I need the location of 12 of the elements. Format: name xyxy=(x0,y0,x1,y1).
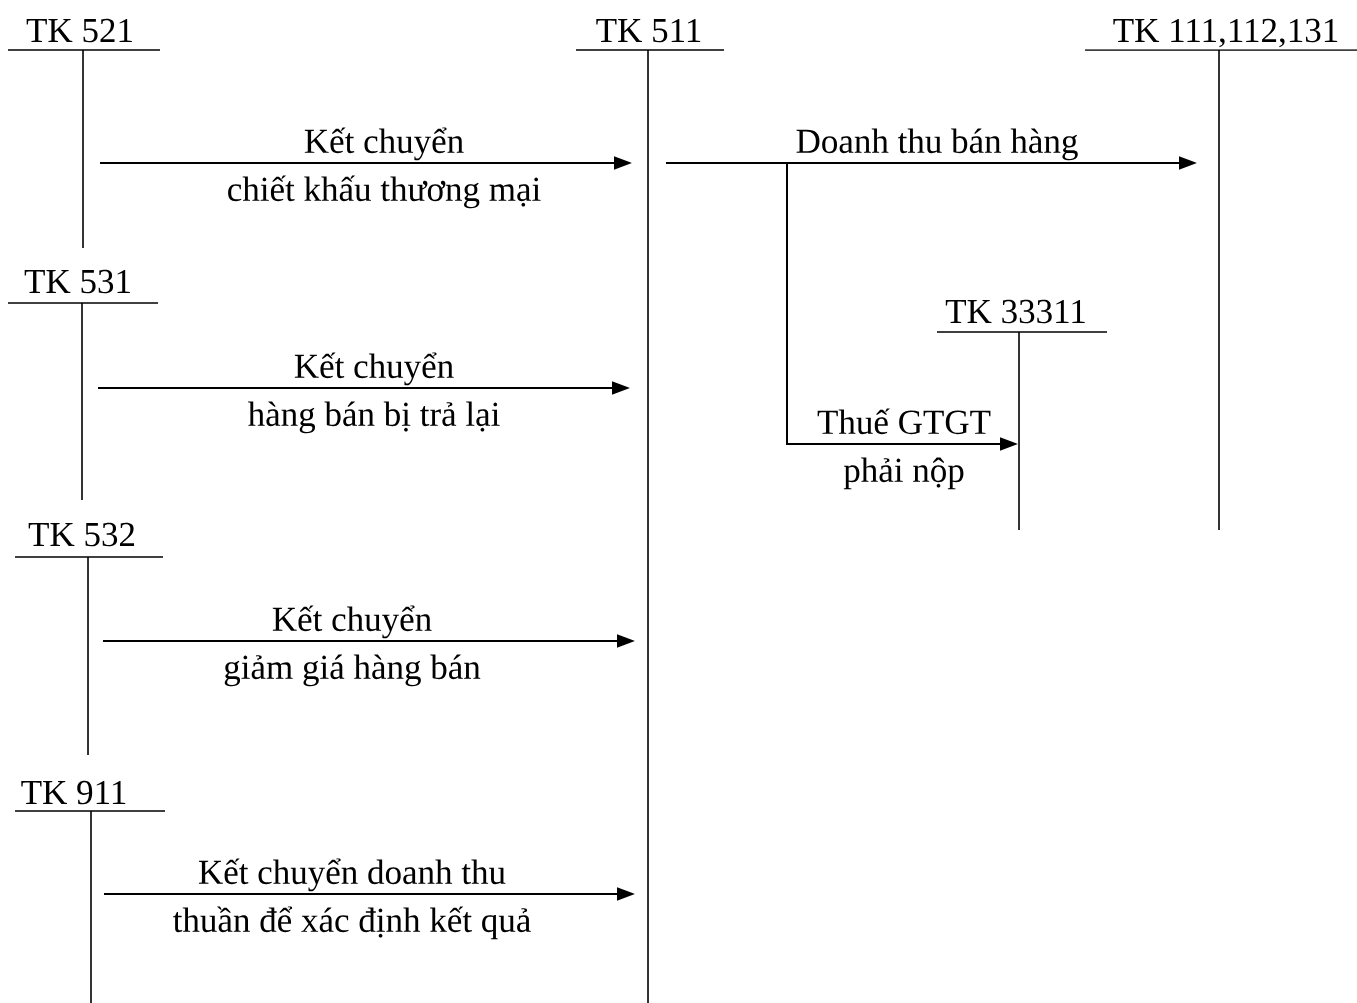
t-account: TK 111,112,131 xyxy=(1084,18,1357,531)
edge-label: Thuế GTGT phải nộp xyxy=(817,408,991,490)
t-account: TK 521 xyxy=(7,18,161,249)
edge-label: Doanh thu bán hàng xyxy=(796,128,1078,161)
t-account: TK 532 xyxy=(14,522,164,756)
edge-label: Kết chuyển chiết khấu thương mại xyxy=(228,127,541,209)
edge-label: Kết chuyển doanh thu thuần để xác định kết quả xyxy=(173,858,531,940)
edge-label: Kết chuyển giảm giá hàng bán xyxy=(224,605,481,687)
edge-label: Kết chuyển hàng bán bị trả lại xyxy=(248,352,500,434)
t-account: TK 531 xyxy=(7,269,159,501)
t-account: TK 511 xyxy=(575,18,725,1003)
t-account: TK 911 xyxy=(14,780,166,1003)
